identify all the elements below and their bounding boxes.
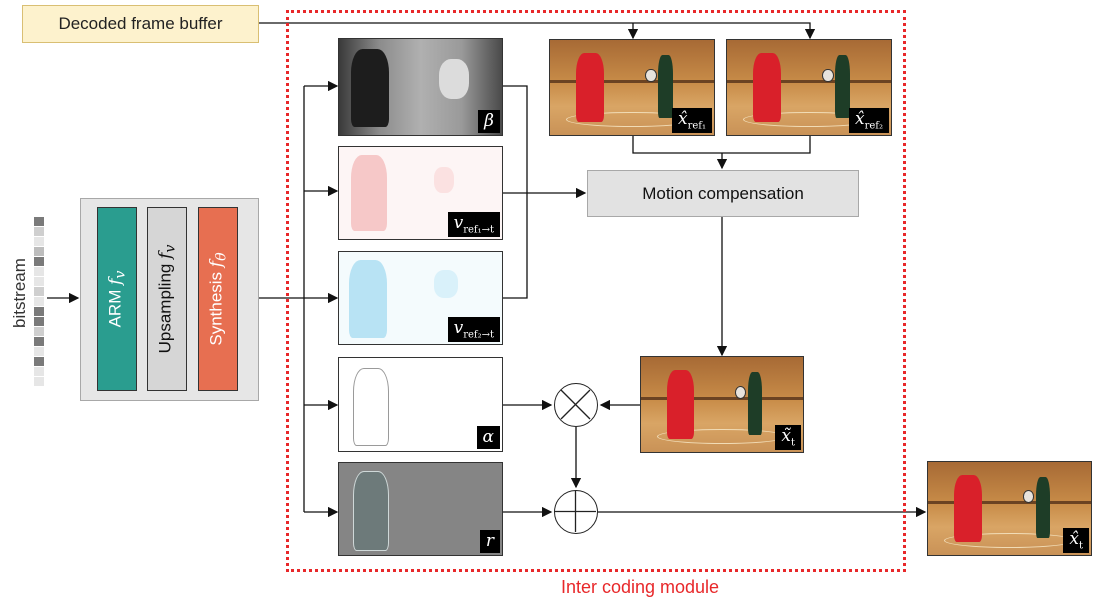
arm-label: ARM <box>105 284 125 328</box>
bit-cell <box>34 357 44 366</box>
inter-coding-module-boundary <box>286 10 906 572</box>
bit-cell <box>34 237 44 246</box>
bitstream-label: bitstream <box>10 258 29 328</box>
bit-cell <box>34 317 44 326</box>
bit-cell <box>34 257 44 266</box>
bit-cell <box>34 337 44 346</box>
bit-cell <box>34 297 44 306</box>
reference-frame-1: x̂ref₁ <box>549 39 715 136</box>
inter-coding-module-label: Inter coding module <box>560 577 720 597</box>
reference-frame-1-tag: x̂ref₁ <box>671 107 712 133</box>
residual-map: r <box>338 462 503 556</box>
arm-math: f <box>105 278 126 285</box>
add-operator <box>554 490 598 534</box>
output-frame: x̂t <box>927 461 1092 556</box>
synthesis-block: Synthesis fθ <box>198 207 238 391</box>
bit-cell <box>34 217 44 226</box>
upsampling-math: f <box>155 252 176 259</box>
synthesis-label: Synthesis <box>206 267 226 346</box>
bit-cell <box>34 367 44 376</box>
predicted-frame-tag: x̃t <box>775 424 801 450</box>
reference-frame-2-tag: x̂ref₂ <box>848 107 889 133</box>
flow-ref1-tag: vref₁→t <box>447 211 500 237</box>
bit-cell <box>34 267 44 276</box>
arm-block: ARM fv <box>97 207 137 391</box>
synthesis-math: f <box>206 260 227 268</box>
reference-frame-2: x̂ref₂ <box>726 39 892 136</box>
plus-icon <box>555 491 596 532</box>
bit-cell <box>34 277 44 286</box>
synthesis-sub: θ <box>213 252 230 261</box>
predicted-frame: x̃t <box>640 356 804 453</box>
bit-cell <box>34 307 44 316</box>
residual-tag: r <box>479 530 500 553</box>
alpha-map: α <box>338 357 503 452</box>
flow-ref1-map: vref₁→t <box>338 146 503 240</box>
multiply-operator <box>554 383 598 427</box>
flow-ref2-tag: vref₂→t <box>447 316 500 342</box>
motion-compensation-block: Motion compensation <box>587 170 859 217</box>
bit-cell <box>34 377 44 386</box>
upsampling-block: Upsampling fv <box>147 207 187 391</box>
flow-ref2-map: vref₂→t <box>338 251 503 345</box>
decoded-frame-buffer: Decoded frame buffer <box>22 5 259 43</box>
beta-tag: β <box>478 110 500 133</box>
alpha-tag: α <box>476 426 500 449</box>
bit-cell <box>34 347 44 356</box>
output-frame-tag: x̂t <box>1063 527 1089 553</box>
bit-cell <box>34 287 44 296</box>
arm-sub: v <box>112 270 129 279</box>
bit-cell <box>34 327 44 336</box>
bit-cell <box>34 247 44 256</box>
beta-map: β <box>338 38 503 136</box>
bit-cell <box>34 227 44 236</box>
multiply-icon <box>560 389 591 420</box>
upsampling-label: Upsampling <box>155 258 175 354</box>
upsampling-sub: v <box>162 244 179 253</box>
